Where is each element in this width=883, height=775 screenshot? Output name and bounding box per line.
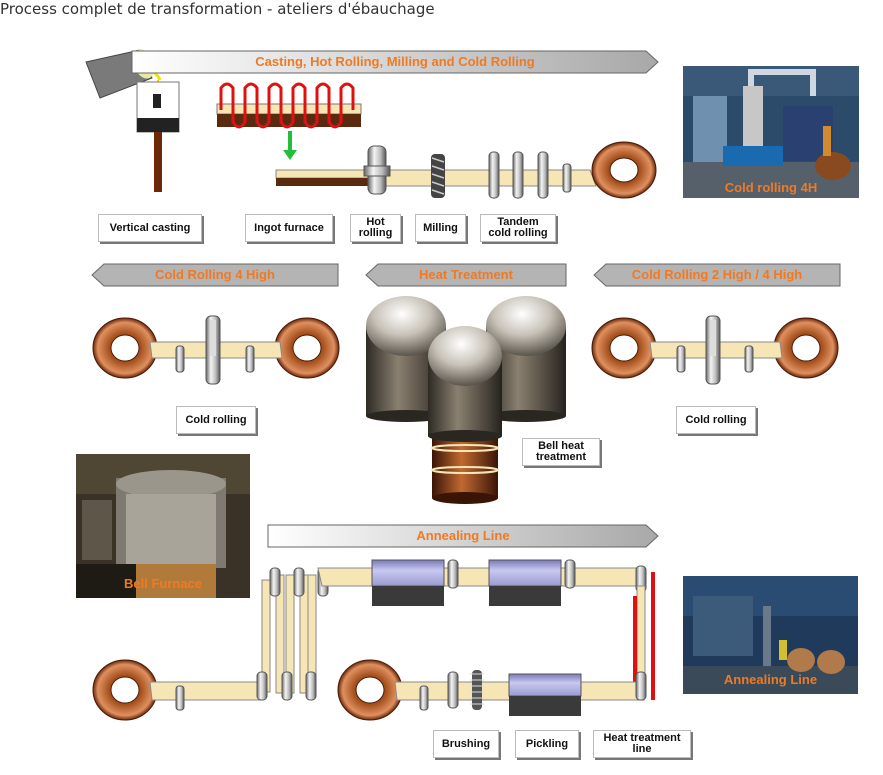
arrow-left-icon	[365, 263, 567, 287]
label-brushing: Brushing	[433, 730, 499, 758]
banner-annealing-label: Annealing Line	[416, 528, 510, 543]
label-hot-rolling: Hot rolling	[350, 214, 401, 242]
bell-furnace-drawing	[366, 296, 566, 504]
page-title: Process complet de transformation - atel…	[0, 0, 435, 18]
photo-cold-rolling-4h-caption: Cold rolling 4H	[724, 180, 818, 195]
factory-photo-icon	[683, 66, 859, 198]
banner-cold24: Cold Rolling 2 High / 4 High	[593, 263, 841, 287]
banner-casting: Casting, Hot Rolling, Milling and Cold R…	[131, 50, 659, 74]
photo-annealing-line-caption: Annealing Line	[723, 672, 818, 687]
label-pickling: Pickling	[515, 730, 579, 758]
factory-photo-icon	[76, 454, 250, 598]
banner-cold24-label: Cold Rolling 2 High / 4 High	[631, 267, 803, 282]
banner-heat: Heat Treatment	[365, 263, 567, 287]
arrow-left-icon	[91, 263, 339, 287]
banner-casting-label: Casting, Hot Rolling, Milling and Cold R…	[255, 54, 535, 69]
banner-cold4h-label: Cold Rolling 4 High	[155, 267, 275, 282]
banner-cold4h: Cold Rolling 4 High	[91, 263, 339, 287]
photo-bell-furnace-caption: Bell Furnace	[123, 576, 203, 591]
label-cold-rolling-right: Cold rolling	[676, 406, 756, 434]
label-heat-line: Heat treatment line	[593, 730, 691, 758]
label-tandem: Tandem cold rolling	[480, 214, 556, 242]
photo-annealing-line: Annealing Line	[683, 576, 858, 694]
banner-heat-label: Heat Treatment	[419, 267, 513, 282]
factory-photo-icon	[683, 576, 858, 694]
photo-bell-furnace: Bell Furnace	[76, 454, 250, 598]
photo-cold-rolling-4h: Cold rolling 4H	[683, 66, 859, 198]
label-ingot-furnace: Ingot furnace	[245, 214, 333, 242]
label-milling: Milling	[415, 214, 466, 242]
arrow-right-icon	[267, 524, 659, 548]
banner-annealing: Annealing Line	[267, 524, 659, 548]
label-cold-rolling-left: Cold rolling	[176, 406, 256, 434]
arrow-left-icon	[593, 263, 841, 287]
arrow-right-icon	[131, 50, 659, 74]
label-bell-heat: Bell heat treatment	[522, 438, 600, 466]
label-vertical-casting: Vertical casting	[98, 214, 202, 242]
